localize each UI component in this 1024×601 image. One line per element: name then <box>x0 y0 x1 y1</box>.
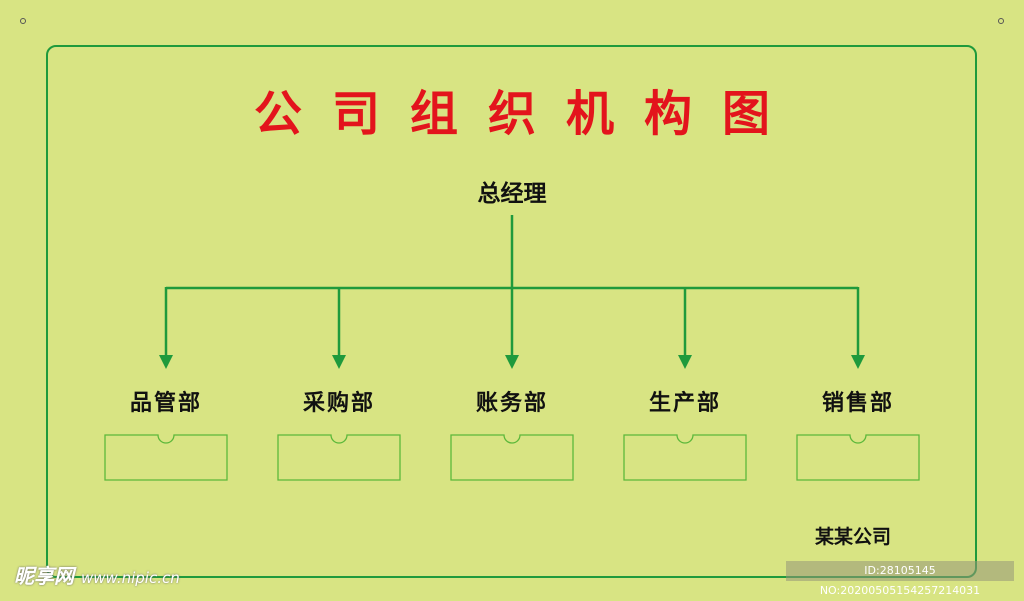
watermark-logo: 昵享网 <box>14 564 74 588</box>
corner-hole <box>998 18 1004 24</box>
corner-hole <box>20 18 26 24</box>
general-manager-node: 总经理 <box>477 181 547 207</box>
dept-production: 生产部 <box>648 391 721 416</box>
arrow-icon <box>159 355 173 369</box>
name-slot <box>277 434 401 481</box>
dept-purchasing: 采购部 <box>302 391 375 416</box>
dept-sales: 销售部 <box>821 391 894 416</box>
name-slot <box>450 434 574 481</box>
arrow-icon <box>851 355 865 369</box>
chart-title: 公司组织机构图 <box>253 86 800 142</box>
arrow-icon <box>332 355 346 369</box>
image-id-label: ID:28105145 NO:20200505154257214031 <box>786 561 1014 597</box>
board-frame <box>46 45 977 578</box>
name-slot <box>623 434 747 481</box>
arrow-icon <box>505 355 519 369</box>
company-name: 某某公司 <box>815 526 892 548</box>
watermark: 昵享网 www.nipic.cn <box>14 560 180 589</box>
name-slot <box>104 434 228 481</box>
watermark-url: www.nipic.cn <box>80 569 180 587</box>
dept-accounting: 账务部 <box>475 391 548 416</box>
dept-quality: 品管部 <box>129 391 202 416</box>
arrow-icon <box>678 355 692 369</box>
name-slot <box>796 434 920 481</box>
